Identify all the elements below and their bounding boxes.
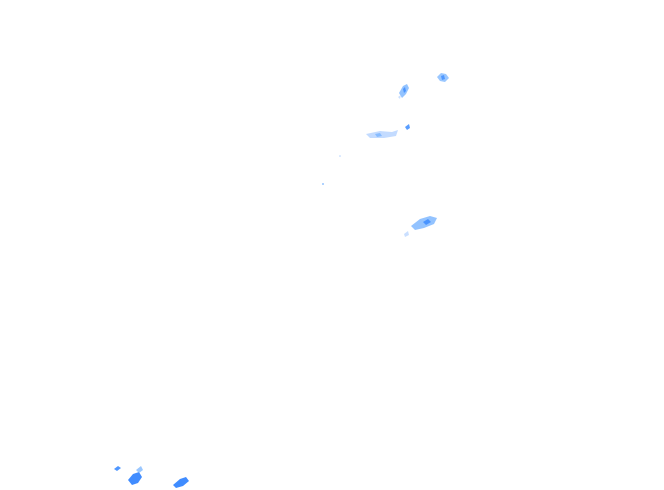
speck [114,466,121,471]
speck [136,466,143,473]
speck [405,124,410,130]
speck [403,87,406,93]
speck-cluster-e [404,216,437,237]
speck-cluster-c [366,124,410,138]
speck [423,219,431,225]
speck [398,95,401,99]
speck [366,130,398,138]
speck [339,155,341,157]
speck [404,231,409,237]
speck-cluster-f [114,466,189,488]
speck [322,183,324,185]
speck-cluster-d [322,155,341,185]
speck [441,75,445,80]
speck-cluster-b [437,73,449,82]
speck [177,481,182,486]
speck [375,133,382,137]
speck [128,472,142,485]
speck-cluster-a [398,84,409,99]
